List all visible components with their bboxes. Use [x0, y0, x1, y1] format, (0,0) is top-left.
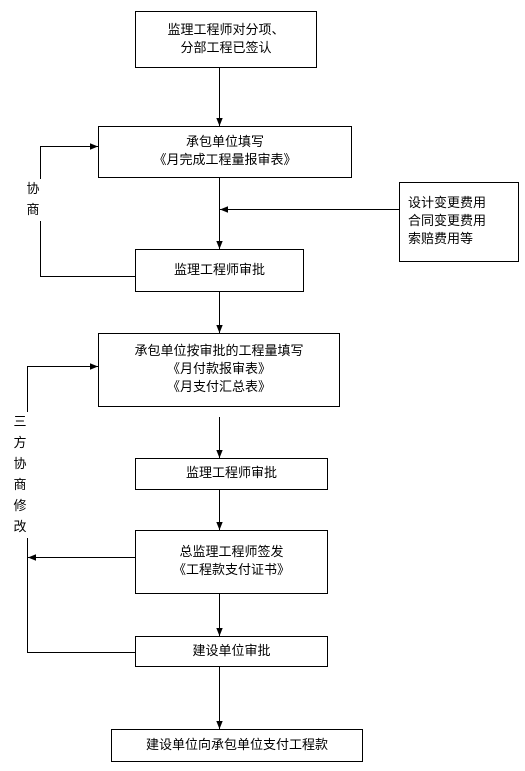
- node-text: 合同变更费用: [408, 214, 487, 229]
- node-owner-pays-contractor: 建设单位向承包单位支付工程款: [111, 729, 363, 762]
- node-quantities-signed: 监理工程师对分项、 分部工程已签认: [135, 11, 317, 68]
- label-char: 协: [13, 457, 27, 472]
- node-text: 建设单位审批: [192, 643, 271, 659]
- label-tripartite-revision: 三 方 协 商 修 改: [12, 412, 28, 538]
- node-contractor-fill-form: 承包单位填写 《月完成工程量报审表》: [98, 126, 352, 178]
- node-text: 承包单位填写: [185, 135, 264, 150]
- label-char: 修: [13, 499, 27, 514]
- node-text: 监理工程师审批: [185, 466, 277, 481]
- node-text: 监理工程师审批: [173, 262, 265, 278]
- node-change-costs: 设计变更费用 合同变更费用 索赔费用等: [399, 182, 519, 262]
- node-owner-approval: 建设单位审批: [135, 636, 328, 667]
- label-negotiate: 协 商: [25, 179, 41, 221]
- node-text: 《月完成工程量报审表》: [153, 153, 297, 168]
- node-supervisor-approval-1: 监理工程师审批: [135, 249, 304, 292]
- node-text: 《工程款支付证书》: [172, 563, 290, 578]
- node-contractor-payment-forms: 承包单位按审批的工程量填写 《月付款报审表》 《月支付汇总表》: [98, 333, 340, 407]
- node-chief-supervisor-issue: 总监理工程师签发 《工程款支付证书》: [135, 530, 328, 594]
- node-text: 建设单位向承包单位支付工程款: [145, 737, 328, 753]
- label-char: 三: [13, 415, 27, 430]
- label-char: 改: [13, 520, 27, 535]
- node-text: 分部工程已签认: [180, 40, 272, 56]
- node-text: 监理工程师对分项、: [167, 22, 285, 38]
- node-text: 设计变更费用: [408, 196, 487, 211]
- label-char: 商: [26, 203, 40, 218]
- node-text: 索赔费用等: [408, 232, 474, 247]
- node-text: 承包单位按审批的工程量填写: [134, 344, 304, 359]
- label-char: 协: [26, 182, 40, 197]
- node-text: 《月付款报审表》: [166, 362, 271, 377]
- node-text: 总监理工程师签发: [179, 545, 284, 560]
- tripartite-loop: [27, 363, 135, 653]
- node-text: 《月支付汇总表》: [166, 380, 271, 395]
- label-char: 方: [13, 436, 27, 451]
- node-supervisor-approval-2: 监理工程师审批: [135, 458, 328, 490]
- label-char: 商: [13, 478, 27, 493]
